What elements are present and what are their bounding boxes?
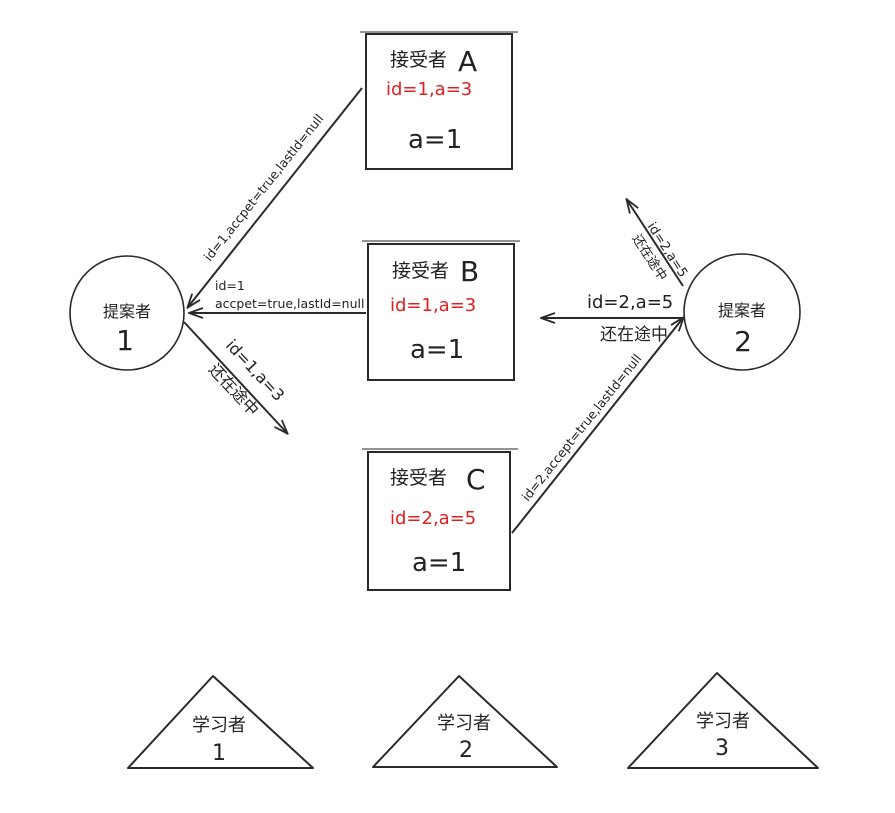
msg-proposer-2-to-b-line2: 还在途中 (600, 325, 668, 345)
arrow-proposer-1-to-c (183, 321, 287, 433)
acceptor-a-label: 接受者 (390, 49, 447, 71)
acceptor-b-box (367, 243, 515, 381)
msg-c-to-proposer-2: id=2,accept=true,lastId=null (519, 351, 645, 504)
proposer-1-number: 1 (116, 324, 134, 357)
proposer-1-label: 提案者 (103, 302, 151, 321)
learner-3: 学习者 3 (627, 672, 819, 769)
acceptor-a-value: a=1 (408, 125, 462, 155)
acceptor-c-label: 接受者 (390, 467, 447, 489)
acceptor-c-proposal: id=2,a=5 (390, 508, 476, 529)
acceptor-a: 接受者 A id=1,a=3 a=1 (360, 31, 518, 170)
acceptor-b: 接受者 B id=1,a=3 a=1 (362, 240, 520, 381)
msg-b-to-proposer-1-line1: id=1 (215, 278, 245, 293)
msg-b-to-proposer-1-line2: accpet=true,lastId=null (215, 296, 364, 311)
learner-1-triangle (127, 675, 314, 769)
learner-1: 学习者 1 (127, 675, 314, 769)
learner-2-number: 2 (459, 738, 473, 763)
proposer-2-label: 提案者 (718, 301, 766, 320)
msg-a-to-proposer-1: id=1,accpet=true,lastId=null (201, 111, 327, 264)
learner-2-triangle (372, 675, 558, 768)
learner-3-triangle (627, 672, 819, 769)
acceptor-a-proposal: id=1,a=3 (386, 79, 472, 100)
proposer-2: 提案者 2 (683, 253, 801, 371)
proposer-1: 提案者 1 (69, 255, 185, 371)
msg-proposer-2-to-b-line1: id=2,a=5 (587, 292, 673, 313)
learner-3-number: 3 (715, 736, 729, 761)
acceptor-a-letter: A (458, 45, 477, 78)
proposer-2-circle (683, 253, 801, 371)
arrow-c-to-proposer-2 (511, 318, 683, 534)
acceptor-c-box (367, 451, 511, 591)
acceptor-c-value: a=1 (412, 548, 466, 578)
acceptor-b-proposal: id=1,a=3 (390, 295, 476, 316)
learner-2: 学习者 2 (372, 675, 558, 768)
proposer-1-circle (69, 255, 185, 371)
learner-1-number: 1 (212, 741, 226, 766)
acceptor-c-letter: C (466, 463, 486, 496)
acceptor-a-box (365, 33, 513, 170)
learner-1-label: 学习者 (192, 715, 246, 736)
arrow-proposer-2-to-a (627, 200, 684, 287)
learner-2-label: 学习者 (437, 713, 491, 734)
learner-3-label: 学习者 (696, 711, 750, 732)
acceptor-b-value: a=1 (410, 335, 464, 365)
acceptor-c: 接受者 C id=2,a=5 a=1 (362, 448, 518, 591)
acceptor-b-label: 接受者 (392, 260, 449, 282)
proposer-2-number: 2 (734, 325, 752, 358)
acceptor-b-letter: B (460, 255, 479, 288)
arrow-a-to-proposer-1 (188, 87, 363, 307)
